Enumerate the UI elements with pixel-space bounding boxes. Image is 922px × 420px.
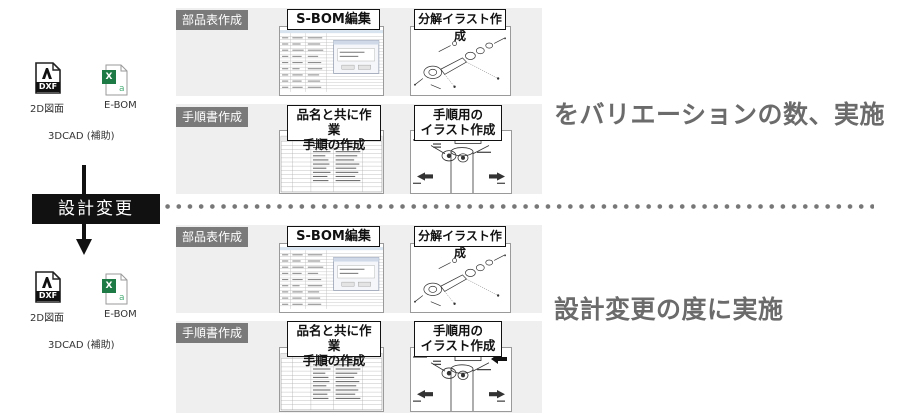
bottom-name-callout-line1: 品名と共に作業 bbox=[296, 323, 372, 353]
bottom-illust-callout-line2: イラスト作成 bbox=[420, 338, 496, 353]
bottom-exploded-screenshot bbox=[410, 243, 511, 313]
bottom-manual-tag: 手順書作成 bbox=[176, 323, 249, 343]
top-illust-callout-line1: 手順用の bbox=[432, 107, 483, 122]
dxf-badge-text: DXF bbox=[38, 291, 58, 300]
dxf-file-icon: DXF bbox=[34, 61, 62, 95]
bottom-name-callout: 品名と共に作業 手順の作成 bbox=[287, 321, 381, 368]
top-sbom-screenshot bbox=[279, 26, 384, 96]
bottom-message: 設計変更の度に実施 bbox=[554, 295, 784, 324]
file-group-top: DXF a X 2D図面 E-BOM 3DCAD (補助) bbox=[22, 58, 162, 148]
top-bom-tag: 部品表作成 bbox=[176, 10, 249, 30]
bottom-sbom-callout: S-BOM編集 bbox=[287, 226, 380, 247]
top-exploded-screenshot bbox=[410, 26, 511, 96]
top-name-callout: 品名と共に作業 手順の作成 bbox=[287, 105, 381, 152]
xlsx-badge-text: X bbox=[105, 281, 113, 291]
bottom-exploded-callout: 分解イラスト作成 bbox=[414, 226, 506, 260]
xlsx-file-icon: a X bbox=[102, 64, 128, 96]
bottom-sbom-screenshot bbox=[279, 243, 384, 313]
svg-text:a: a bbox=[119, 84, 125, 94]
top-name-callout-line2: 手順の作成 bbox=[302, 137, 366, 152]
bottom-proc-illust-screenshot bbox=[410, 347, 512, 412]
xlsx-file-label: E-BOM bbox=[104, 309, 137, 320]
file-group-bottom: DXF a X 2D図面 E-BOM 3DCAD (補助) bbox=[22, 267, 162, 357]
dotted-divider bbox=[162, 204, 874, 209]
top-name-callout-line1: 品名と共に作業 bbox=[296, 107, 372, 137]
bottom-bom-tag: 部品表作成 bbox=[176, 227, 249, 247]
design-change-label: 設計変更 bbox=[32, 194, 160, 224]
xlsx-file-icon: a X bbox=[102, 273, 128, 305]
bottom-illust-callout-line1: 手順用の bbox=[432, 323, 483, 338]
svg-text:a: a bbox=[119, 293, 125, 303]
xlsx-file-label: E-BOM bbox=[104, 100, 137, 111]
top-illust-callout: 手順用の イラスト作成 bbox=[414, 105, 502, 141]
bottom-illust-callout: 手順用の イラスト作成 bbox=[414, 321, 502, 357]
dxf-badge-text: DXF bbox=[38, 82, 58, 91]
cad-caption: 3DCAD (補助) bbox=[48, 340, 115, 351]
dxf-file-label: 2D図面 bbox=[30, 104, 65, 115]
top-exploded-callout: 分解イラスト作成 bbox=[414, 9, 506, 43]
top-message: をバリエーションの数、実施 bbox=[554, 100, 886, 129]
cad-caption: 3DCAD (補助) bbox=[48, 131, 115, 142]
dxf-file-icon: DXF bbox=[34, 270, 62, 304]
bottom-document-screenshot bbox=[279, 347, 384, 412]
dxf-file-label: 2D図面 bbox=[30, 313, 65, 324]
bottom-name-callout-line2: 手順の作成 bbox=[302, 353, 366, 368]
top-sbom-callout: S-BOM編集 bbox=[287, 9, 380, 30]
top-illust-callout-line2: イラスト作成 bbox=[420, 122, 496, 137]
top-manual-tag: 手順書作成 bbox=[176, 107, 249, 127]
xlsx-badge-text: X bbox=[105, 72, 113, 82]
